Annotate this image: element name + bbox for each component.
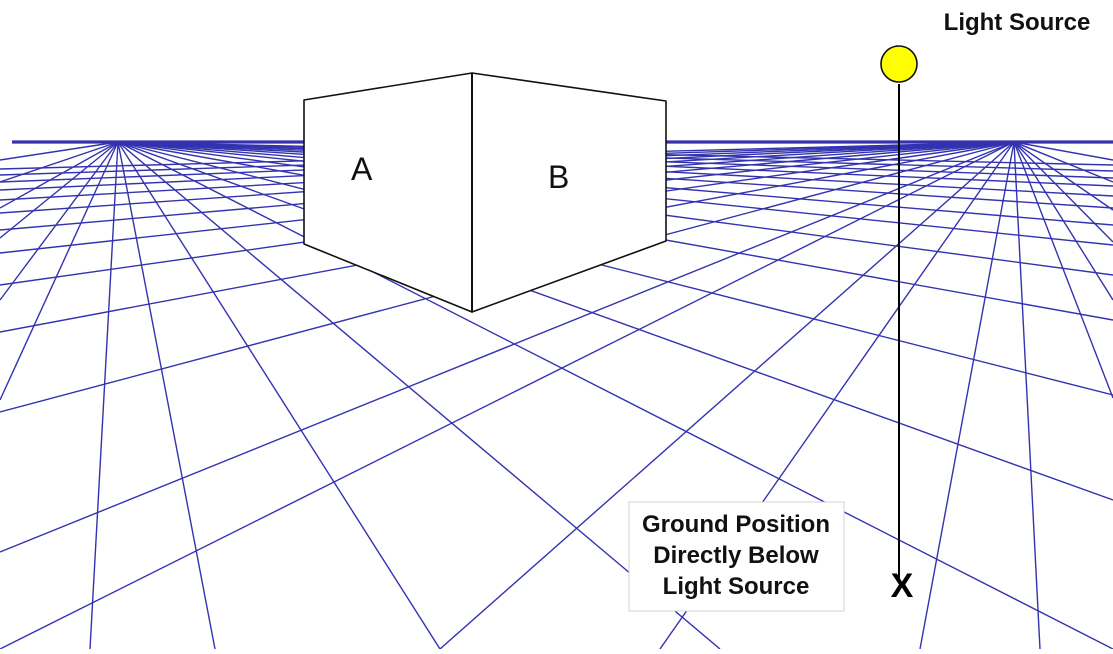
- grid-ray-left-0: [0, 141, 119, 161]
- grid-ray-left-7: [117, 141, 216, 650]
- grid-ray-left-10: [117, 141, 1113, 650]
- grid-ray-right-5: [1013, 141, 1113, 399]
- ground-note-line-1: Ground Position: [642, 511, 830, 538]
- grid-ray-right-10: [0, 141, 1015, 650]
- grid-ray-right-7: [919, 141, 1015, 650]
- light-source-label: Light Source: [944, 9, 1091, 36]
- grid-ray-left-4: [0, 141, 119, 301]
- grid-ray-left-2: [0, 141, 119, 209]
- grid-ray-left-8: [117, 141, 441, 650]
- ground-note-line-2: Directly Below: [653, 542, 819, 569]
- grid-ray-left-1: [0, 141, 119, 183]
- ground-note-box: [628, 501, 845, 612]
- grid-ray-left-9: [117, 141, 721, 650]
- sun-circle-icon: [880, 45, 918, 83]
- box-face-a: [303, 72, 473, 313]
- grid-ray-right-6: [1013, 141, 1041, 650]
- light-assembly: Light Source: [880, 9, 1091, 583]
- face-label-b: B: [548, 159, 569, 195]
- grid-ray-left-3: [0, 141, 119, 239]
- x-marker-icon: X: [891, 567, 914, 605]
- grid-ray-right-3: [1013, 141, 1113, 243]
- grid-ray-right-2: [1013, 141, 1113, 211]
- grid-ray-right-9: [439, 141, 1015, 650]
- ground-note: Ground Position Directly Below Light Sou…: [628, 501, 845, 612]
- ground-note-line-3: Light Source: [663, 573, 810, 600]
- face-label-a: A: [351, 151, 373, 187]
- grid-ray-right-11: [0, 141, 1015, 553]
- grid-ray-right-4: [1013, 141, 1113, 301]
- grid-ray-right-1: [1013, 141, 1113, 183]
- grid-ray-right-0: [1013, 141, 1113, 161]
- box: A B: [303, 72, 667, 313]
- grid-ray-left-11: [117, 141, 1113, 501]
- grid-ray-left-6: [89, 141, 119, 650]
